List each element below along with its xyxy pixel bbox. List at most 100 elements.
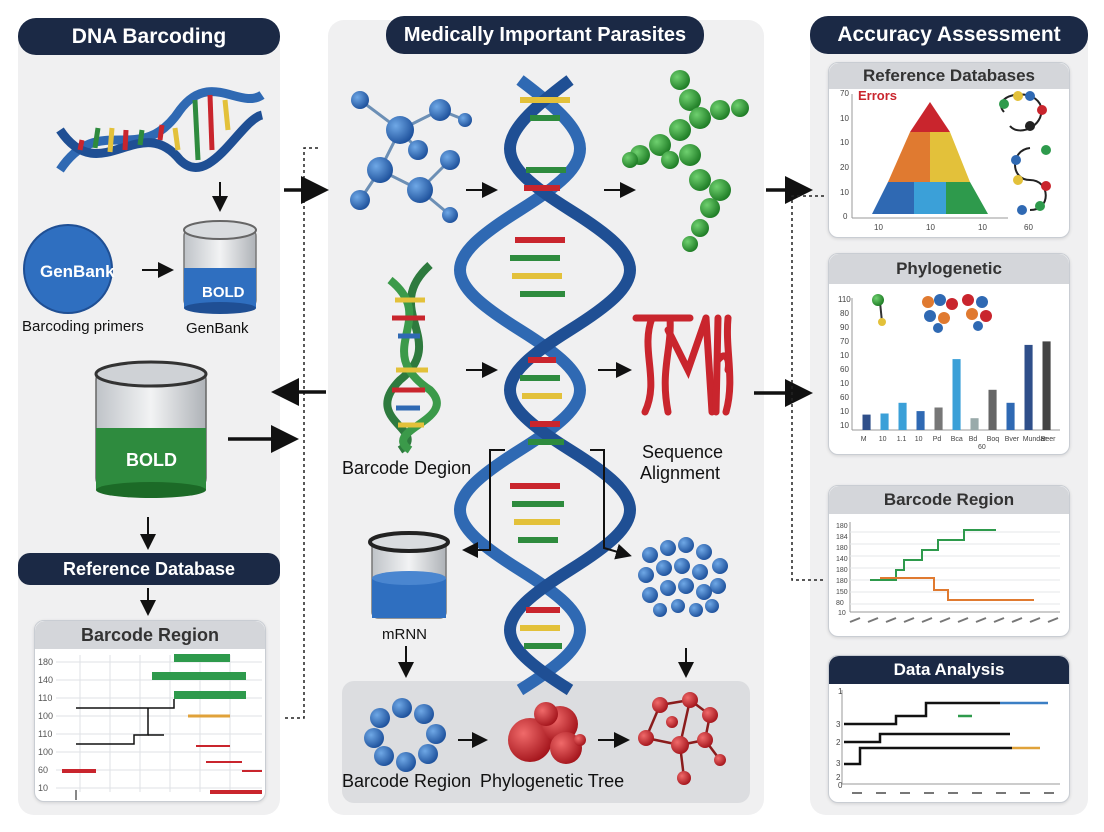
ref-db-yticks: 70 10 10 20 10 0 [840,89,849,221]
data-analysis-yticks: 1 3 2 3 2 0 [836,687,843,790]
phylo-yticks: 110 80 90 70 10 60 10 60 10 10 [838,295,851,430]
ytick: 10 [840,379,849,388]
ytick: 180 [836,567,848,574]
arrow-icon [590,449,632,560]
phylo-xtick: Beer [1041,436,1056,443]
reference-database-title: Reference Database [18,553,280,585]
ytick: 140 [38,675,53,685]
xtick: 60 [1024,223,1033,232]
pyramid-slice [872,182,914,214]
phylo-xtick: 1.1 [897,436,907,443]
big-jar-label: BOLD [126,450,177,470]
ytick: 150 [836,589,848,596]
series-line-1 [844,701,1000,726]
xtick: 10 [874,223,883,232]
pyramid-slice [888,132,930,182]
column-title-dna-barcoding: DNA Barcoding [18,18,280,55]
bottom-barcode-region-label: Barcode Region [342,771,472,791]
ytick: 10 [38,783,48,793]
left-barcode-region-title: Barcode Region [35,621,265,649]
ytick: 2 [836,738,841,747]
central-dna-helix-icon [454,75,636,696]
series-line-3 [844,746,1012,766]
phylo-bar [952,359,961,430]
ytick: 0 [838,781,843,790]
ytick: 180 [836,545,848,552]
phylo-xtick: Mundar [1023,436,1047,443]
pyramid-slice [930,132,970,182]
phylo-molecules-icon [872,294,992,333]
barcode-right-yticks: 180 184 180 140 180 180 150 80 10 [836,523,848,617]
phylo-xtick: 10 [879,436,887,443]
ytick: 60 [38,765,48,775]
left-chart-yticks: 180 140 110 100 110 100 60 10 [38,657,53,793]
phylogenetic-title: Phylogenetic [829,254,1069,284]
phylo-xtick: Bver [1005,436,1020,443]
phylo-bar [988,389,997,430]
pyramid-slice [910,102,950,132]
small-jar-icon [183,220,257,314]
ytick: 184 [836,534,848,541]
ytick: 20 [840,163,849,172]
ytick: 70 [840,337,849,346]
ytick: 10 [840,407,849,416]
column-title-accuracy: Accuracy Assessment [810,16,1088,54]
bead-chain-icon [999,91,1051,215]
data-analysis-step-chart [841,690,1060,785]
phylo-xtick: Pd [933,436,942,443]
ytick: 60 [840,365,849,374]
sequence-alignment-icon [632,314,734,416]
ytick: 10 [840,114,849,123]
data-analysis-card: Data Analysis [828,655,1070,803]
series-line-green [870,529,996,581]
phylo-xtick: Boq [987,436,1000,443]
column-title-parasites: Medically Important Parasites [386,16,704,54]
barcoding-primers-label: Barcoding primers [22,318,144,335]
big-jar-icon [94,360,208,498]
dotted-connector [285,147,320,719]
phylogenetic-bar-chart [851,298,1060,431]
ytick: 3 [836,720,841,729]
ytick: 1 [838,687,843,696]
ytick: 90 [840,323,849,332]
phylo-bar [898,402,907,430]
phylo-xtick: Bca [951,436,963,443]
phylo-xtick: 10 [915,436,923,443]
ytick: 10 [840,421,849,430]
barcode-right-xtick-marks [849,617,1059,623]
sequence-alignment-line2: Alignment [640,463,721,483]
ytick: 180 [836,578,848,585]
phylo-bar [1024,344,1033,430]
phylo-xtick: Bd [969,436,978,443]
small-jar-label: BOLD [202,284,245,301]
ytick: 110 [38,729,52,739]
small-jar-caption: GenBank [186,320,249,337]
xtick: 10 [978,223,987,232]
pyramid-slice [914,182,946,214]
left-barcode-region-card: Barcode Region [34,620,266,802]
blue-ring-molecule-icon [364,698,446,772]
ytick: 3 [836,759,841,768]
series-line-orange [880,577,1034,601]
ytick: 10 [840,188,849,197]
phylo-xtick-row2: 60 [978,444,986,451]
ytick: 10 [840,138,849,147]
errors-pyramid-chart [851,94,1008,219]
ref-db-xticks: 10 10 10 60 [874,223,1033,232]
ytick: 180 [836,523,848,530]
sequence-alignment-line1: Sequence [642,442,724,462]
phylogenetic-tree-label: Phylogenetic Tree [480,771,625,791]
phylo-bar [970,418,979,430]
phylo-xtick: M [861,436,867,443]
pyramid-slice [946,182,988,214]
reference-databases-title: Reference Databases [829,63,1069,89]
green-dna-helix-icon [383,262,441,454]
ytick: 110 [38,693,52,703]
ytick: 10 [838,610,846,617]
red-network-icon [638,692,726,785]
ytick: 70 [840,89,849,98]
phylo-bar [934,407,943,430]
ytick: 100 [38,711,53,721]
